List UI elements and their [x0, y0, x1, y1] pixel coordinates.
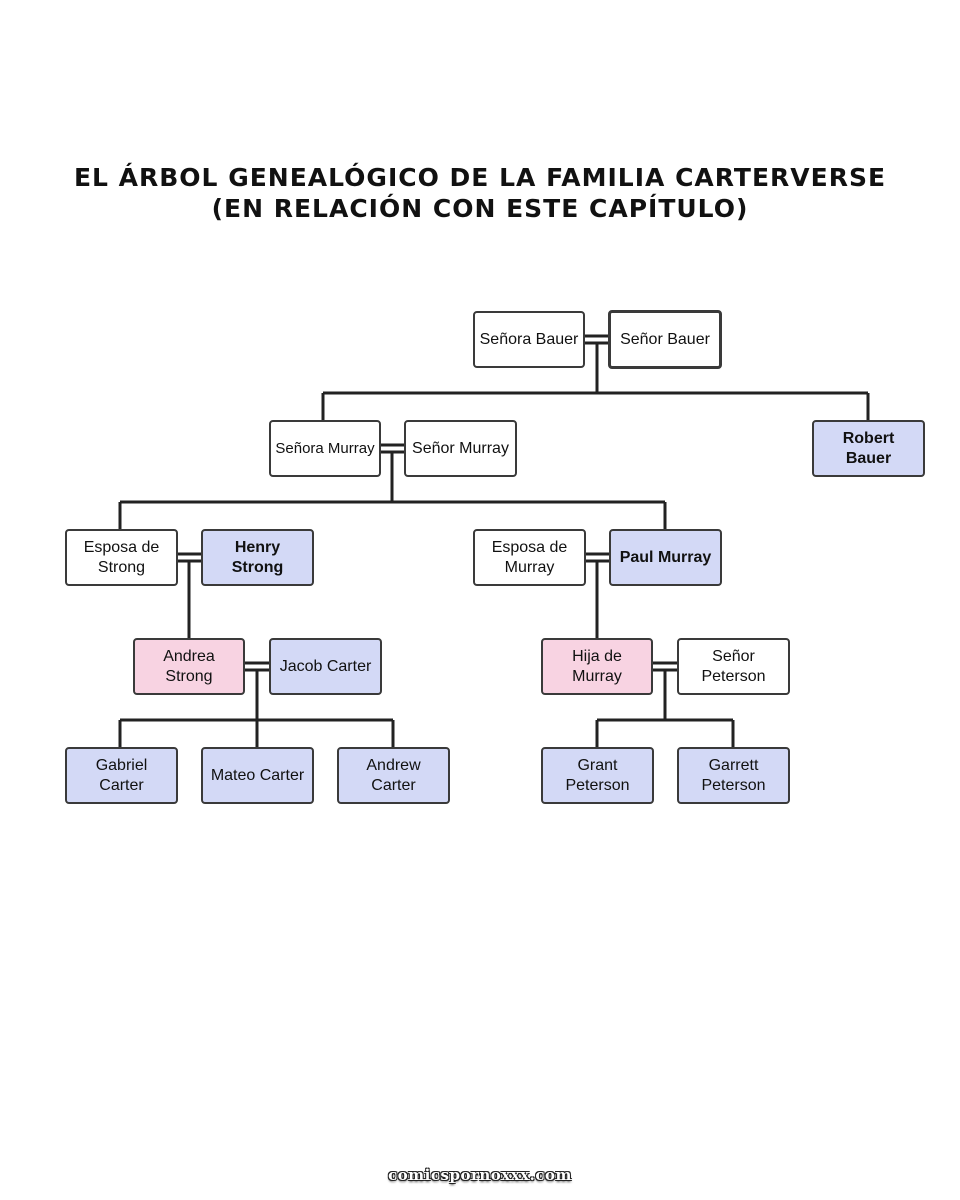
node-hija-murray: Hija de Murray	[541, 638, 653, 695]
node-mateo-carter-label: Mateo Carter	[210, 766, 305, 784]
node-gabriel-carter-label: Gabriel Carter	[95, 756, 148, 794]
node-esposa-strong: Esposa de Strong	[65, 529, 178, 586]
node-garrett-peterson-label: Garrett Peterson	[701, 756, 766, 794]
node-andrea-strong-label: Andrea Strong	[163, 647, 215, 685]
node-mateo-carter: Mateo Carter	[201, 747, 314, 804]
node-senor-murray: Señor Murray	[404, 420, 517, 477]
node-garrett-peterson: Garrett Peterson	[677, 747, 790, 804]
node-andrew-carter-label: Andrew Carter	[366, 756, 421, 794]
diagram-title-line-2: (EN RELACIÓN CON ESTE CAPÍTULO)	[211, 194, 749, 223]
node-senor-murray-label: Señor Murray	[412, 439, 509, 457]
node-robert-bauer: Robert Bauer	[812, 420, 925, 477]
node-jacob-carter-label: Jacob Carter	[279, 657, 372, 675]
node-senor-peterson: Señor Peterson	[677, 638, 790, 695]
node-paul-murray-label: Paul Murray	[619, 548, 712, 566]
node-senor-peterson-label: Señor Peterson	[701, 647, 766, 685]
node-henry-strong-label: Henry Strong	[231, 538, 284, 576]
node-senora-murray: Señora Murray	[269, 420, 381, 477]
node-jacob-carter: Jacob Carter	[269, 638, 382, 695]
node-andrew-carter: Andrew Carter	[337, 747, 450, 804]
node-andrea-strong: Andrea Strong	[133, 638, 245, 695]
node-senora-murray-label: Señora Murray	[275, 439, 375, 457]
node-robert-bauer-label: Robert Bauer	[842, 429, 895, 467]
node-senora-bauer: Señora Bauer	[473, 311, 585, 368]
node-esposa-murray-label: Esposa de Murray	[491, 538, 568, 576]
node-gabriel-carter: Gabriel Carter	[65, 747, 178, 804]
node-esposa-murray: Esposa de Murray	[473, 529, 586, 586]
node-henry-strong: Henry Strong	[201, 529, 314, 586]
node-senor-bauer-label: Señor Bauer	[620, 330, 710, 348]
node-senora-bauer-label: Señora Bauer	[479, 330, 579, 348]
node-senor-bauer: Señor Bauer	[608, 310, 722, 369]
watermark-text: comicspornoxxx.com	[388, 1166, 572, 1184]
node-esposa-strong-label: Esposa de Strong	[83, 538, 160, 576]
node-grant-peterson-label: Grant Peterson	[565, 756, 630, 794]
node-hija-murray-label: Hija de Murray	[572, 647, 622, 685]
node-paul-murray: Paul Murray	[609, 529, 722, 586]
node-grant-peterson: Grant Peterson	[541, 747, 654, 804]
diagram-title-line-1: EL ÁRBOL GENEALÓGICO DE LA FAMILIA CARTE…	[73, 163, 887, 192]
